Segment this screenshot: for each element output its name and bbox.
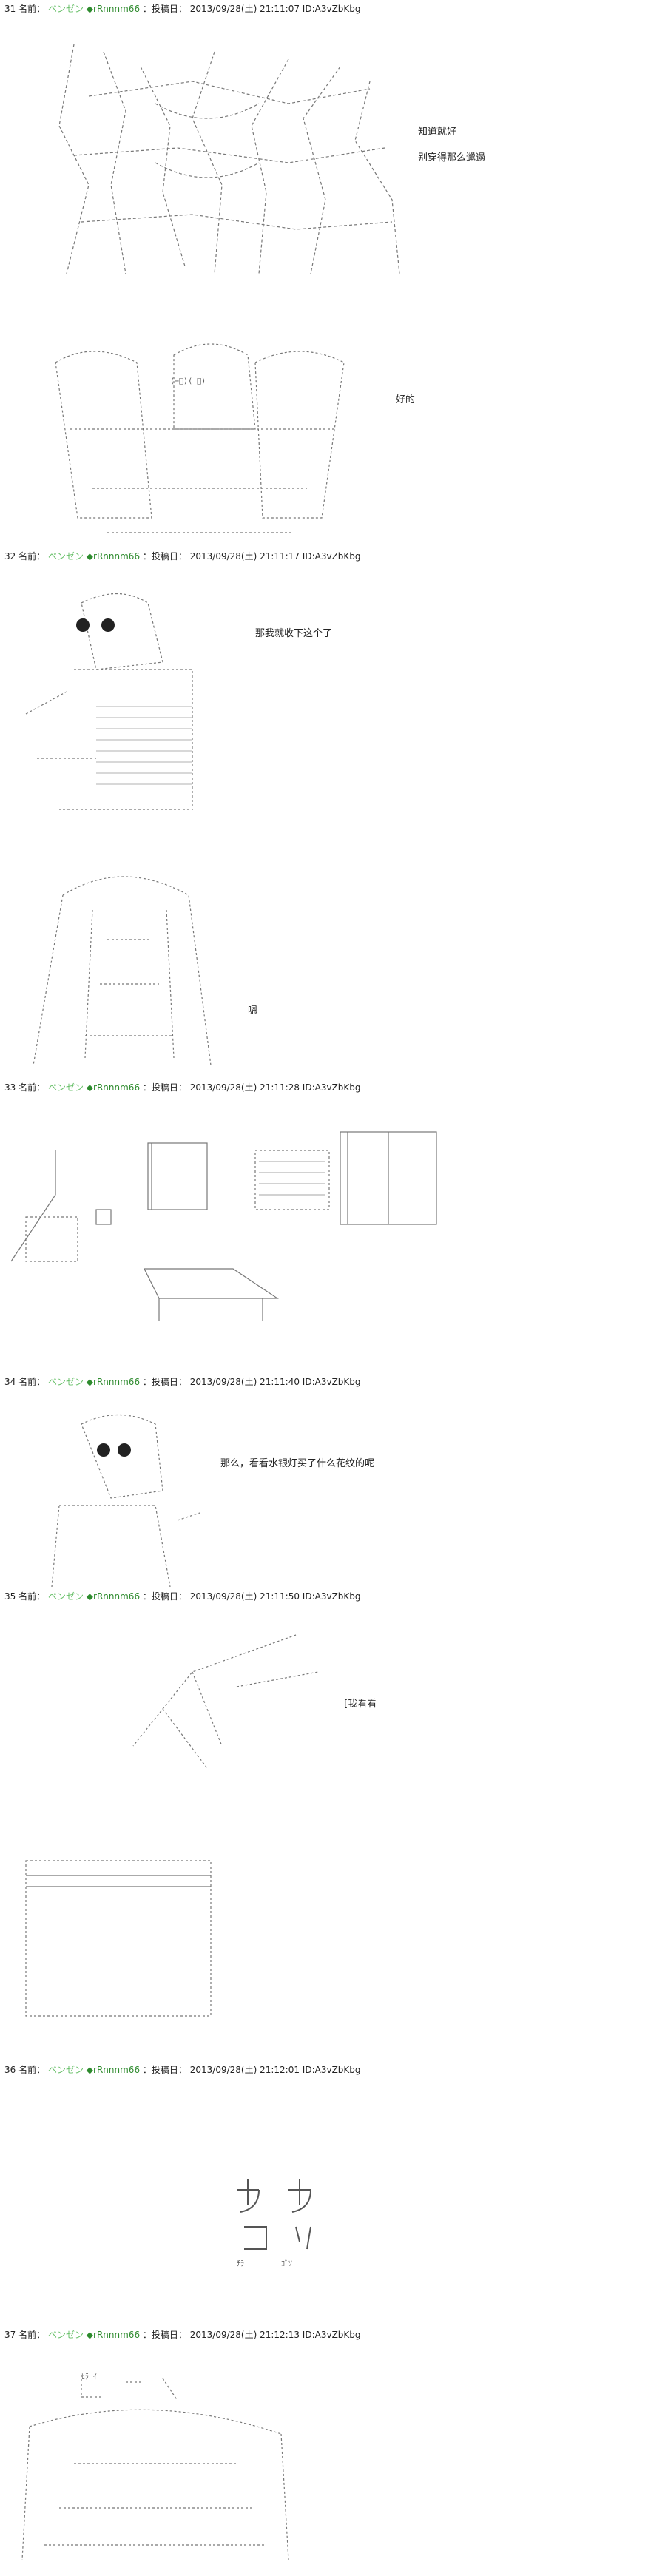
poster-name[interactable]: ペンゼン (47, 2065, 84, 2075)
post-date: 2013/09/28(土) 21:11:28 ID:A3vZbKbg (189, 1082, 361, 1093)
dialogue-caption: 别穿得那么邋遢 (418, 152, 486, 163)
dialogue-caption: 那我就收下这个了 (255, 628, 333, 639)
sfx-text: ｺﾞｿ (281, 2260, 292, 2268)
poster-trip: ◆rRnnnm66 (86, 4, 141, 14)
sfx-text: ﾁﾗ (237, 2260, 244, 2268)
sfx-rustle (237, 2179, 311, 2250)
post-header: 36 名前： ペンゼン ◆rRnnnm66 ：投稿日： 2013/09/28(土… (4, 2065, 361, 2075)
poster-trip: ◆rRnnnm66 (86, 1082, 141, 1093)
dialogue-caption: 嗯 (248, 1005, 258, 1016)
poster-trip: ◆rRnnnm66 (86, 1591, 141, 1602)
poster-name[interactable]: ペンゼン (47, 1082, 84, 1093)
poster-name[interactable]: ペンゼン (47, 2330, 84, 2340)
dialogue-caption: 那么，看看水银灯买了什么花纹的呢 (220, 1458, 375, 1469)
poster-trip: ◆rRnnnm66 (86, 2330, 141, 2340)
post-header: 32 名前： ペンゼン ◆rRnnnm66 ：投稿日： 2013/09/28(土… (4, 551, 361, 562)
poster-trip: ◆rRnnnm66 (86, 1377, 141, 1387)
poster-trip: ◆rRnnnm66 (86, 551, 141, 562)
post-header: 35 名前： ペンゼン ◆rRnnnm66 ：投稿日： 2013/09/28(土… (4, 1591, 361, 1602)
ascii-art-figure (58, 44, 400, 274)
ascii-art-hand (132, 1634, 319, 1769)
post-date: 2013/09/28(土) 21:11:17 ID:A3vZbKbg (189, 551, 361, 562)
ascii-art-room (11, 1131, 437, 1321)
post-date: 2013/09/28(土) 21:11:40 ID:A3vZbKbg (189, 1377, 361, 1387)
poster-name[interactable]: ペンゼン (47, 4, 84, 14)
post-header: 31 名前： ペンゼン ◆rRnnnm66 ：投稿日： 2013/09/28(土… (4, 4, 361, 14)
dialogue-caption: [我看看 (344, 1699, 377, 1710)
poster-name[interactable]: ペンゼン (47, 1377, 84, 1387)
ascii-art-girl (33, 876, 212, 1066)
ascii-art-boxes (25, 1860, 212, 2017)
poster-trip: ◆rRnnnm66 (86, 2065, 141, 2075)
post-header: 37 名前： ペンゼン ◆rRnnnm66 ：投稿日： 2013/09/28(土… (4, 2330, 361, 2340)
dialogue-caption: 知道就好 (418, 127, 457, 138)
post-date: 2013/09/28(土) 21:12:01 ID:A3vZbKbg (189, 2065, 361, 2075)
ascii-art-character (25, 593, 193, 810)
sfx-text: ﾋﾗ ｲ (81, 2373, 98, 2381)
ascii-art-character (21, 2375, 289, 2560)
post-header: 34 名前： ペンゼン ◆rRnnnm66 ：投稿日： 2013/09/28(土… (4, 1377, 361, 1387)
ascii-art-box-characters (55, 343, 345, 533)
post-date: 2013/09/28(土) 21:11:50 ID:A3vZbKbg (189, 1591, 361, 1602)
dialogue-caption: 好的 (396, 394, 416, 405)
post-date: 2013/09/28(土) 21:12:13 ID:A3vZbKbg (189, 2330, 361, 2340)
ascii-art-character (51, 1415, 200, 1587)
poster-name[interactable]: ペンゼン (47, 551, 84, 562)
post-header: 33 名前： ペンゼン ◆rRnnnm66 ：投稿日： 2013/09/28(土… (4, 1082, 361, 1093)
post-date: 2013/09/28(土) 21:11:07 ID:A3vZbKbg (189, 4, 361, 14)
poster-name[interactable]: ペンゼン (47, 1591, 84, 1602)
ascii-faces: (=ﾟ)( ﾟ) (170, 377, 206, 385)
